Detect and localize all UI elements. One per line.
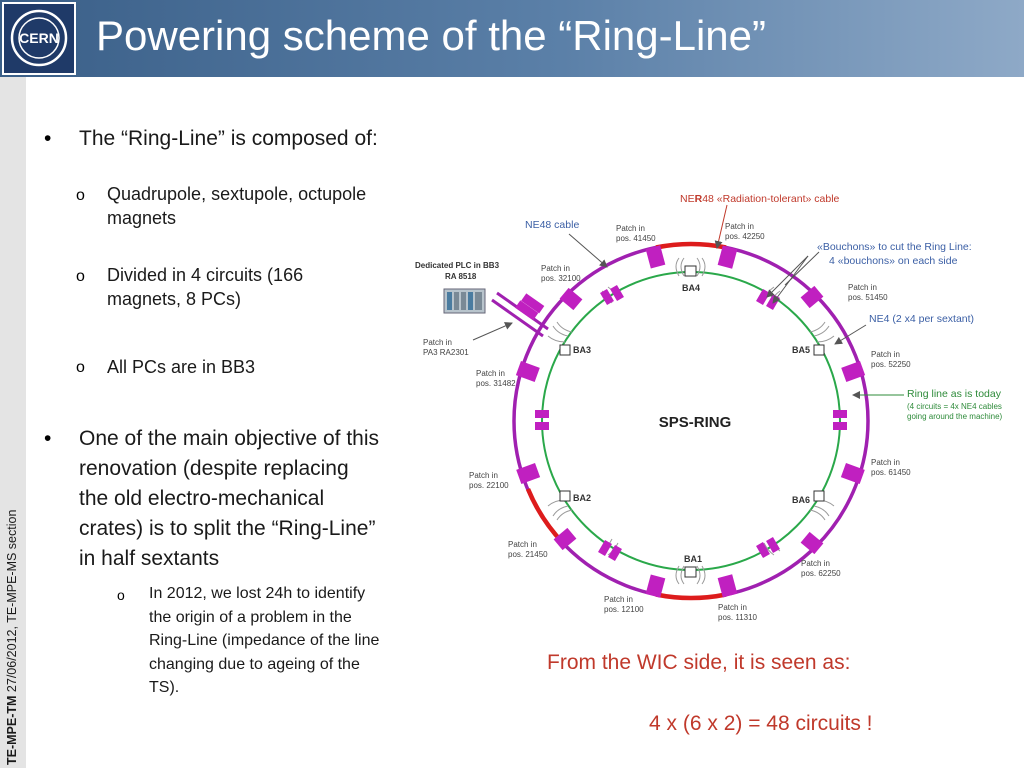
patch-label: Patch in	[718, 603, 747, 612]
patch-label: Patch in	[604, 595, 633, 604]
sub-bullet-line: In 2012, we lost 24h to identify	[149, 585, 366, 602]
bouchons-label: «Bouchons» to cut the Ring Line:	[817, 241, 972, 253]
bullet-line: in half sextants	[79, 547, 220, 570]
plc-label: RA 8518	[445, 272, 477, 281]
plc-device-icon	[443, 288, 486, 314]
bullet-line: One of the main objective of this	[79, 427, 379, 450]
bullet-composed: The “Ring-Line” is composed of:	[79, 127, 378, 150]
ring-center-label: SPS-RING	[659, 414, 732, 431]
station-label: BA6	[792, 495, 810, 505]
station-label: BA2	[573, 493, 591, 503]
patch-label: pos. 41450	[616, 234, 656, 243]
bouchon-arrow	[784, 251, 820, 286]
sub-bullet-line: Quadrupole, sextupole, octupole	[107, 184, 367, 204]
ner48-rest: 48 «Radiation-tolerant» cable	[702, 193, 839, 205]
patch-label: pos. 12100	[604, 605, 644, 614]
slide-title: Powering scheme of the “Ring-Line”	[96, 12, 766, 59]
patch-label: pos. 42250	[725, 232, 765, 241]
patch-label: Patch in	[871, 350, 900, 359]
ring-today-label: Ring line as is today	[907, 388, 1002, 400]
sub-bullet-marker: o	[76, 359, 85, 376]
sub-bullet-marker: o	[117, 587, 125, 603]
patch-labels: Patch in pos. 41450 Patch in pos. 42250 …	[423, 222, 911, 622]
bullet-marker: •	[44, 127, 52, 150]
bullet-line: crates) is to split the “Ring-Line”	[79, 517, 376, 540]
ne48-cable-label: NE48 cable	[525, 219, 579, 231]
sub-bullet-2012: In 2012, we lost 24h to identify the ori…	[149, 582, 379, 700]
ring-today-note: going around the machine)	[907, 412, 1003, 421]
sub-bullet-marker: o	[76, 268, 85, 285]
station-label: BA1	[684, 554, 702, 564]
station-boxes	[559, 265, 825, 578]
ner48-segment-top	[655, 241, 727, 250]
station-label: BA5	[792, 345, 810, 355]
ner48-cable-label: NER48 «Radiation-tolerant» cable	[680, 193, 840, 205]
wic-line-2: 4 x (6 x 2) = 48 circuits !	[649, 712, 873, 735]
sub-bullet-line: magnets	[107, 208, 177, 228]
patch-label: pos. 32100	[541, 274, 581, 283]
bouchons	[535, 284, 847, 562]
patch-label: Patch in	[541, 264, 570, 273]
sub-bullet-line: All PCs are in BB3	[107, 357, 256, 377]
annotation-arrows	[472, 204, 904, 399]
sub-bullet-magnets: Quadrupole, sextupole, octupole magnets	[107, 182, 366, 230]
ne4-label: NE4 (2 x4 per sextant)	[869, 313, 974, 325]
patch-label: Patch in	[725, 222, 754, 231]
patch-label: Patch in	[848, 283, 877, 292]
title-bar: CERN Powering scheme of the “Ring-Line”	[0, 0, 1024, 77]
bullet-line: renovation (despite replacing	[79, 457, 349, 480]
patch-label: Patch in	[801, 559, 830, 568]
ner48-segment-left	[525, 488, 565, 545]
patch-label: pos. 62250	[801, 569, 841, 578]
ner48-prefix: NE	[680, 193, 695, 205]
station-label: BA3	[573, 345, 591, 355]
ring-today-note: (4 circuits = 4x NE4 cables	[907, 402, 1002, 411]
sub-bullet-circuits: Divided in 4 circuits (166 magnets, 8 PC…	[107, 263, 303, 311]
logo-text: CERN	[19, 30, 59, 46]
ner48-segment-bottom	[655, 592, 727, 601]
patch-label: pos. 52250	[871, 360, 911, 369]
sub-bullet-line: the origin of a problem in the	[149, 608, 352, 626]
patch-label: Patch in	[871, 458, 900, 467]
patch-label: Patch in	[616, 224, 645, 233]
cern-logo: CERN	[2, 2, 76, 75]
patch-label: pos. 31482	[476, 379, 516, 388]
bullet-objective: One of the main objective of this renova…	[79, 424, 379, 574]
sub-bullet-line: Divided in 4 circuits (166	[107, 265, 304, 285]
patch-label: Patch in	[469, 471, 498, 480]
bullet-marker: •	[44, 427, 52, 450]
patch-label: Patch in	[423, 338, 452, 347]
patch-label: pos. 22100	[469, 481, 509, 490]
sub-bullet-line: TS).	[149, 679, 180, 696]
patch-boxes	[515, 245, 866, 598]
patch-label: PA3 RA2301	[423, 348, 469, 357]
wic-line-1: From the WIC side, it is seen as:	[547, 651, 851, 674]
bouchons-label: 4 «bouchons» on each side	[829, 255, 958, 267]
ner48-r: R	[695, 193, 703, 205]
left-sidebar	[0, 77, 26, 768]
patch-label: Patch in	[476, 369, 505, 378]
patch-label: pos. 51450	[848, 293, 888, 302]
sub-bullet-line: Ring-Line (impedance of the line	[149, 632, 380, 649]
patch-label: pos. 61450	[871, 468, 911, 477]
bullet-line: the old electro-mechanical	[79, 487, 325, 510]
plc-feeder-cable	[491, 298, 544, 338]
sub-bullet-line: changing due to ageing of the	[149, 655, 360, 673]
plc-label: Dedicated PLC in BB3	[415, 261, 500, 270]
patch-label: pos. 21450	[508, 550, 548, 559]
patch-label: pos. 11310	[718, 613, 758, 622]
sub-bullet-marker: o	[76, 187, 85, 204]
sub-bullet-pcs: All PCs are in BB3	[107, 355, 255, 379]
station-label: BA4	[682, 283, 700, 293]
patch-label: Patch in	[508, 540, 537, 549]
sub-bullet-line: magnets, 8 PCs)	[107, 289, 242, 309]
